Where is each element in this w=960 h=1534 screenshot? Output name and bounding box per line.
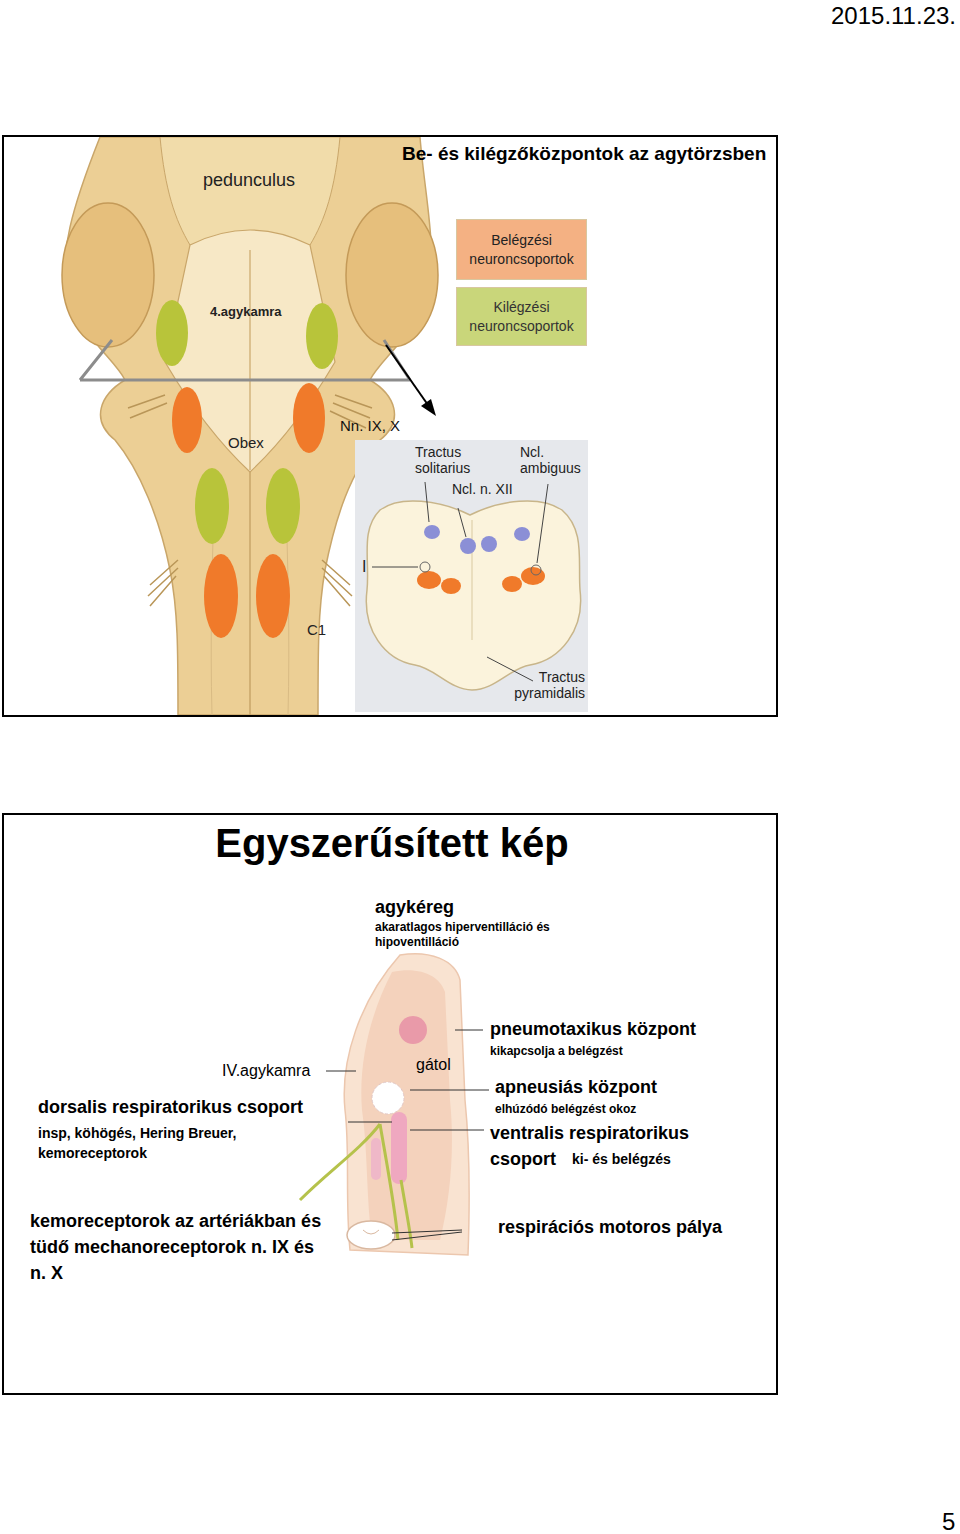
label: Ncl. ambiguus: [520, 444, 592, 476]
label: elhúzódó belégzést okoz: [495, 1102, 636, 1116]
panel-heading: Egyszerűsített kép: [215, 819, 568, 867]
label: pneumotaxikus központ: [490, 1019, 696, 1041]
label: Obex: [228, 434, 264, 452]
label: gátol: [416, 1055, 451, 1074]
label: kikapcsolja a belégzést: [490, 1044, 623, 1058]
label: respirációs motoros pálya: [498, 1217, 722, 1239]
legend-swatch: Kilégzési neuroncsoportok: [456, 287, 587, 346]
label: agykéreg: [375, 897, 454, 919]
label: Tractus solitarius: [415, 444, 487, 476]
legend-text: Belégzési neuroncsoportok: [457, 229, 586, 269]
page-number: 5: [942, 1508, 955, 1534]
label: Ncl. n. XII: [452, 481, 513, 498]
label: Tractus pyramidalis: [503, 669, 585, 701]
legend-swatch: Belégzési neuroncsoportok: [456, 219, 587, 280]
label: insp, köhögés, Hering Breuer, kemorecept…: [38, 1123, 263, 1163]
label: IV.agykamra: [222, 1061, 310, 1080]
label: 4.agykamra: [210, 304, 282, 320]
medulla-cross-section: [355, 440, 588, 712]
label: Nn. IX, X: [340, 417, 400, 435]
label: pedunculus: [203, 170, 295, 192]
label: akaratlagos hiperventilláció és hipovent…: [375, 920, 560, 950]
label: dorsalis respiratorikus csoport: [38, 1097, 303, 1119]
label: C1: [307, 621, 326, 639]
label: I: [362, 557, 366, 576]
label: apneusiás központ: [495, 1077, 657, 1099]
legend-text: Kilégzési neuroncsoportok: [457, 296, 586, 336]
simplified-brainstem: [300, 954, 489, 1255]
label: kemoreceptorok az artériákban és tüdő me…: [30, 1208, 335, 1286]
panel-heading: Be- és kilégzőközpontok az agytörzsben: [402, 143, 766, 166]
date-stamp: 2015.11.23.: [831, 2, 956, 31]
label: ki- és belégzés: [572, 1151, 671, 1168]
